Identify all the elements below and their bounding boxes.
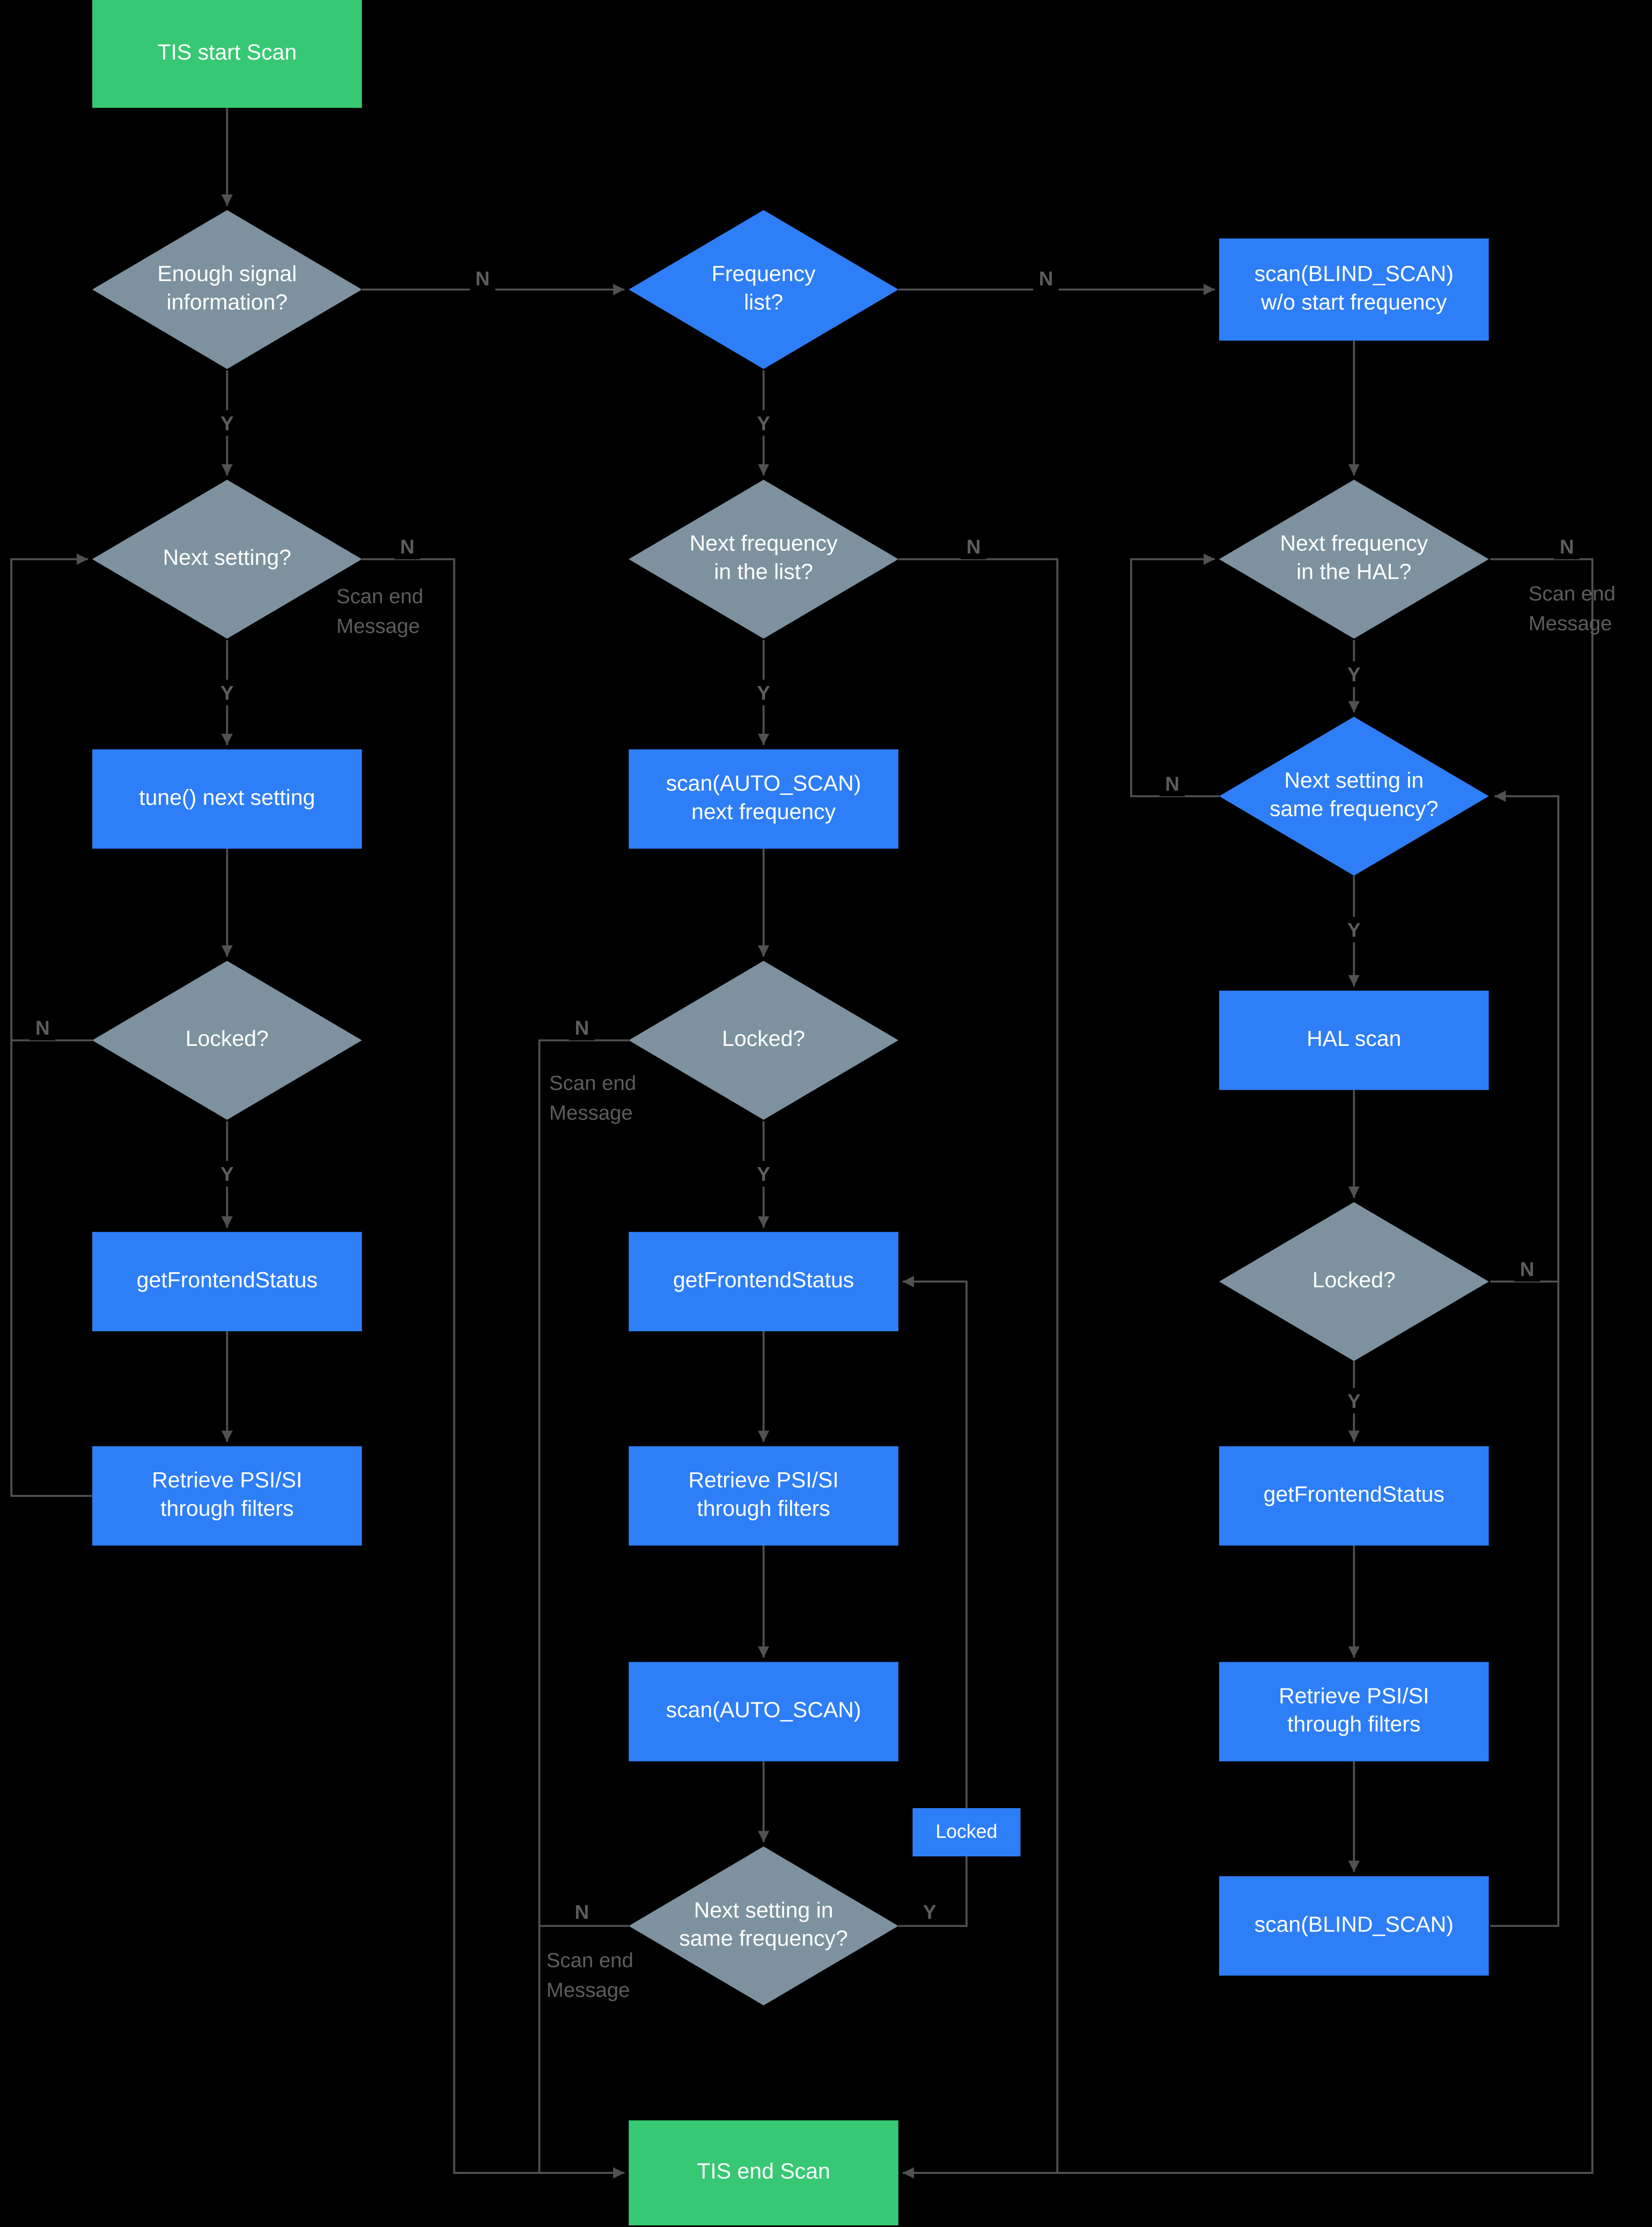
- process-scan-auto: scan(AUTO_SCAN): [629, 1662, 898, 1761]
- process-retrieve-psi-si-3: Retrieve PSI/SI through filters: [1219, 1662, 1489, 1761]
- edge-label-no: N: [1514, 1256, 1540, 1282]
- edge-label-no: N: [469, 265, 496, 291]
- edge-label-no: N: [1554, 533, 1580, 559]
- edge-label-yes: Y: [1341, 1388, 1367, 1414]
- edge-label-no: N: [961, 533, 987, 559]
- process-tune-next-setting: tune() next setting: [92, 749, 362, 849]
- edge-label-yes: Y: [751, 680, 776, 706]
- edge-label-no: N: [1159, 770, 1185, 797]
- edge-label-yes: Y: [751, 410, 776, 436]
- edge-next-freq-hal-no-scan-end: [1057, 558, 1594, 2174]
- edge-label-yes: Y: [215, 1161, 240, 1187]
- process-get-frontend-status-3: getFrontendStatus: [1219, 1446, 1489, 1546]
- edge-retrieve1-loop-to-next-setting: [10, 553, 92, 1497]
- scan-end-message-annotation: Scan end Message: [336, 586, 424, 639]
- scan-end-message-annotation: Scan end Message: [1528, 583, 1616, 636]
- edge-label-yes: Y: [1341, 917, 1367, 942]
- edge-next-freq-list-no-scan-end: [898, 558, 1059, 2179]
- edge-label-yes: Y: [1341, 661, 1367, 687]
- process-scan-blind: scan(BLIND_SCAN): [1219, 1876, 1489, 1976]
- scan-end-message-annotation: Scan end Message: [549, 1073, 637, 1126]
- tag-locked: Locked: [912, 1808, 1021, 1857]
- scan-end-message-annotation: Scan end Message: [546, 1950, 633, 2003]
- edge-label-yes: Y: [215, 680, 240, 706]
- edge-locked2-no-scan-end: [538, 1039, 629, 2173]
- edge-label-no: N: [30, 1014, 56, 1041]
- edge-label-no: N: [394, 533, 421, 559]
- process-scan-blind-wo-start-frequency: scan(BLIND_SCAN) w/o start frequency: [1219, 238, 1489, 341]
- edge-scanblind-loop-to-next-setting3: [1490, 790, 1560, 1927]
- process-scan-auto-next-frequency: scan(AUTO_SCAN) next frequency: [629, 749, 898, 849]
- process-retrieve-psi-si-1: Retrieve PSI/SI through filters: [92, 1446, 362, 1546]
- node-tis-start-scan: TIS start Scan: [92, 0, 362, 108]
- edge-label-no: N: [1033, 265, 1059, 291]
- process-retrieve-psi-si-2: Retrieve PSI/SI through filters: [629, 1446, 898, 1546]
- edge-label-yes: Y: [215, 410, 240, 436]
- edge-label-no: N: [569, 1899, 595, 1925]
- process-get-frontend-status-2: getFrontendStatus: [629, 1232, 898, 1331]
- edge-next-setting2-yes-locked-loop: [898, 1275, 968, 1927]
- edge-next-setting3-no-loop: [1130, 553, 1219, 798]
- process-hal-scan: HAL scan: [1219, 990, 1489, 1090]
- edge-next-setting-no-scan-end: [362, 558, 625, 2179]
- process-get-frontend-status-1: getFrontendStatus: [92, 1232, 362, 1331]
- edge-label-no: N: [569, 1014, 595, 1041]
- edge-label-yes: Y: [917, 1899, 942, 1925]
- node-tis-end-scan: TIS end Scan: [629, 2120, 898, 2226]
- edge-label-yes: Y: [751, 1161, 776, 1187]
